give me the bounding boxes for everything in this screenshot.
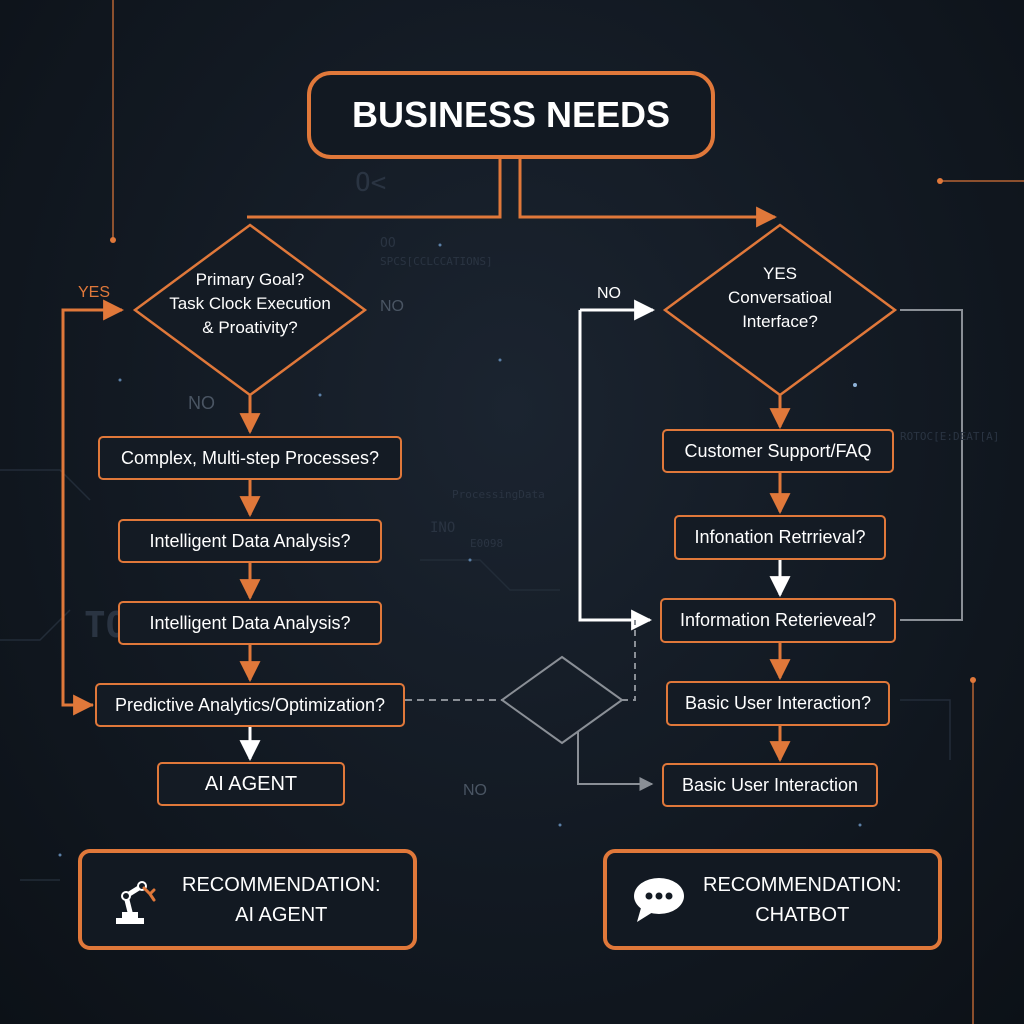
bg-text-5: INO: [430, 520, 456, 536]
bg-text-1: O<: [355, 168, 387, 198]
right-no-label: NO: [597, 285, 621, 302]
bg-text-2: OO: [380, 236, 396, 251]
right-step-5: Basic User Interaction: [662, 763, 878, 807]
right-step-4: Basic User Interaction?: [666, 681, 890, 726]
left-decision-line-3: & Proativity?: [202, 318, 298, 337]
right-decision-line-3: Interface?: [742, 312, 818, 331]
right-decision-line-2: Conversatioal: [728, 288, 832, 307]
left-decision-line-1: Primary Goal?: [195, 270, 305, 289]
left-yes-label: YES: [78, 284, 111, 301]
ai-agent-result: AI AGENT: [157, 762, 345, 806]
right-decision-line-1: YES: [762, 264, 798, 283]
left-decision-text: Primary Goal? Task Clock Execution & Pro…: [150, 268, 350, 340]
title-to-right-connector: [518, 159, 778, 228]
left-no-label: NO: [380, 298, 404, 315]
business-needs-title: BUSINESS NEEDS: [307, 71, 715, 159]
recommendation-chatbot-line-1: RECOMMENDATION:: [703, 873, 902, 896]
right-step-1: Customer Support/FAQ: [662, 429, 894, 473]
merge-to-info-dashed: [622, 620, 636, 701]
merge-decision-diamond: [500, 655, 624, 745]
bg-text-3: SPCS[CCLCCATIONS]: [380, 255, 493, 268]
left-step-4: Predictive Analytics/Optimization?: [95, 683, 405, 727]
bg-text-6: E0098: [470, 537, 504, 550]
left-no-label-below: NO: [188, 393, 215, 413]
left-decision-line-2: Task Clock Execution: [169, 294, 331, 313]
right-step-3: Information Reterieveal?: [660, 598, 896, 643]
robot-arm-icon: [108, 874, 160, 926]
bottom-no-label: NO: [463, 782, 487, 799]
recommendation-ai-agent-text: RECOMMENDATION: AI AGENT: [182, 870, 381, 930]
merge-to-basic-connector: [577, 731, 654, 791]
right-step-2: Infonation Retrrieval?: [674, 515, 886, 560]
left-step-2: Intelligent Data Analysis?: [118, 519, 382, 563]
bg-text-4: ProcessingData: [452, 488, 545, 501]
right-side-grey-connector: [900, 309, 963, 621]
recommendation-ai-agent: RECOMMENDATION: AI AGENT: [78, 849, 417, 950]
title-to-left-connector: [247, 159, 502, 219]
recommendation-chatbot-text: RECOMMENDATION: CHATBOT: [703, 870, 902, 930]
recommendation-ai-agent-line-1: RECOMMENDATION:: [182, 873, 381, 896]
speech-bubble-icon: [631, 874, 687, 926]
recommendation-ai-agent-line-2: AI AGENT: [235, 903, 328, 926]
bg-text-8: ROTOC[E:DEAT[A]: [900, 430, 1000, 443]
right-decision-text: YES Conversatioal Interface?: [680, 262, 880, 334]
left-step-1: Complex, Multi-step Processes?: [98, 436, 402, 480]
recommendation-chatbot: RECOMMENDATION: CHATBOT: [603, 849, 942, 950]
right-no-loop-side: [578, 310, 653, 631]
recommendation-chatbot-line-2: CHATBOT: [755, 903, 850, 926]
left-step-3: Intelligent Data Analysis?: [118, 601, 382, 645]
